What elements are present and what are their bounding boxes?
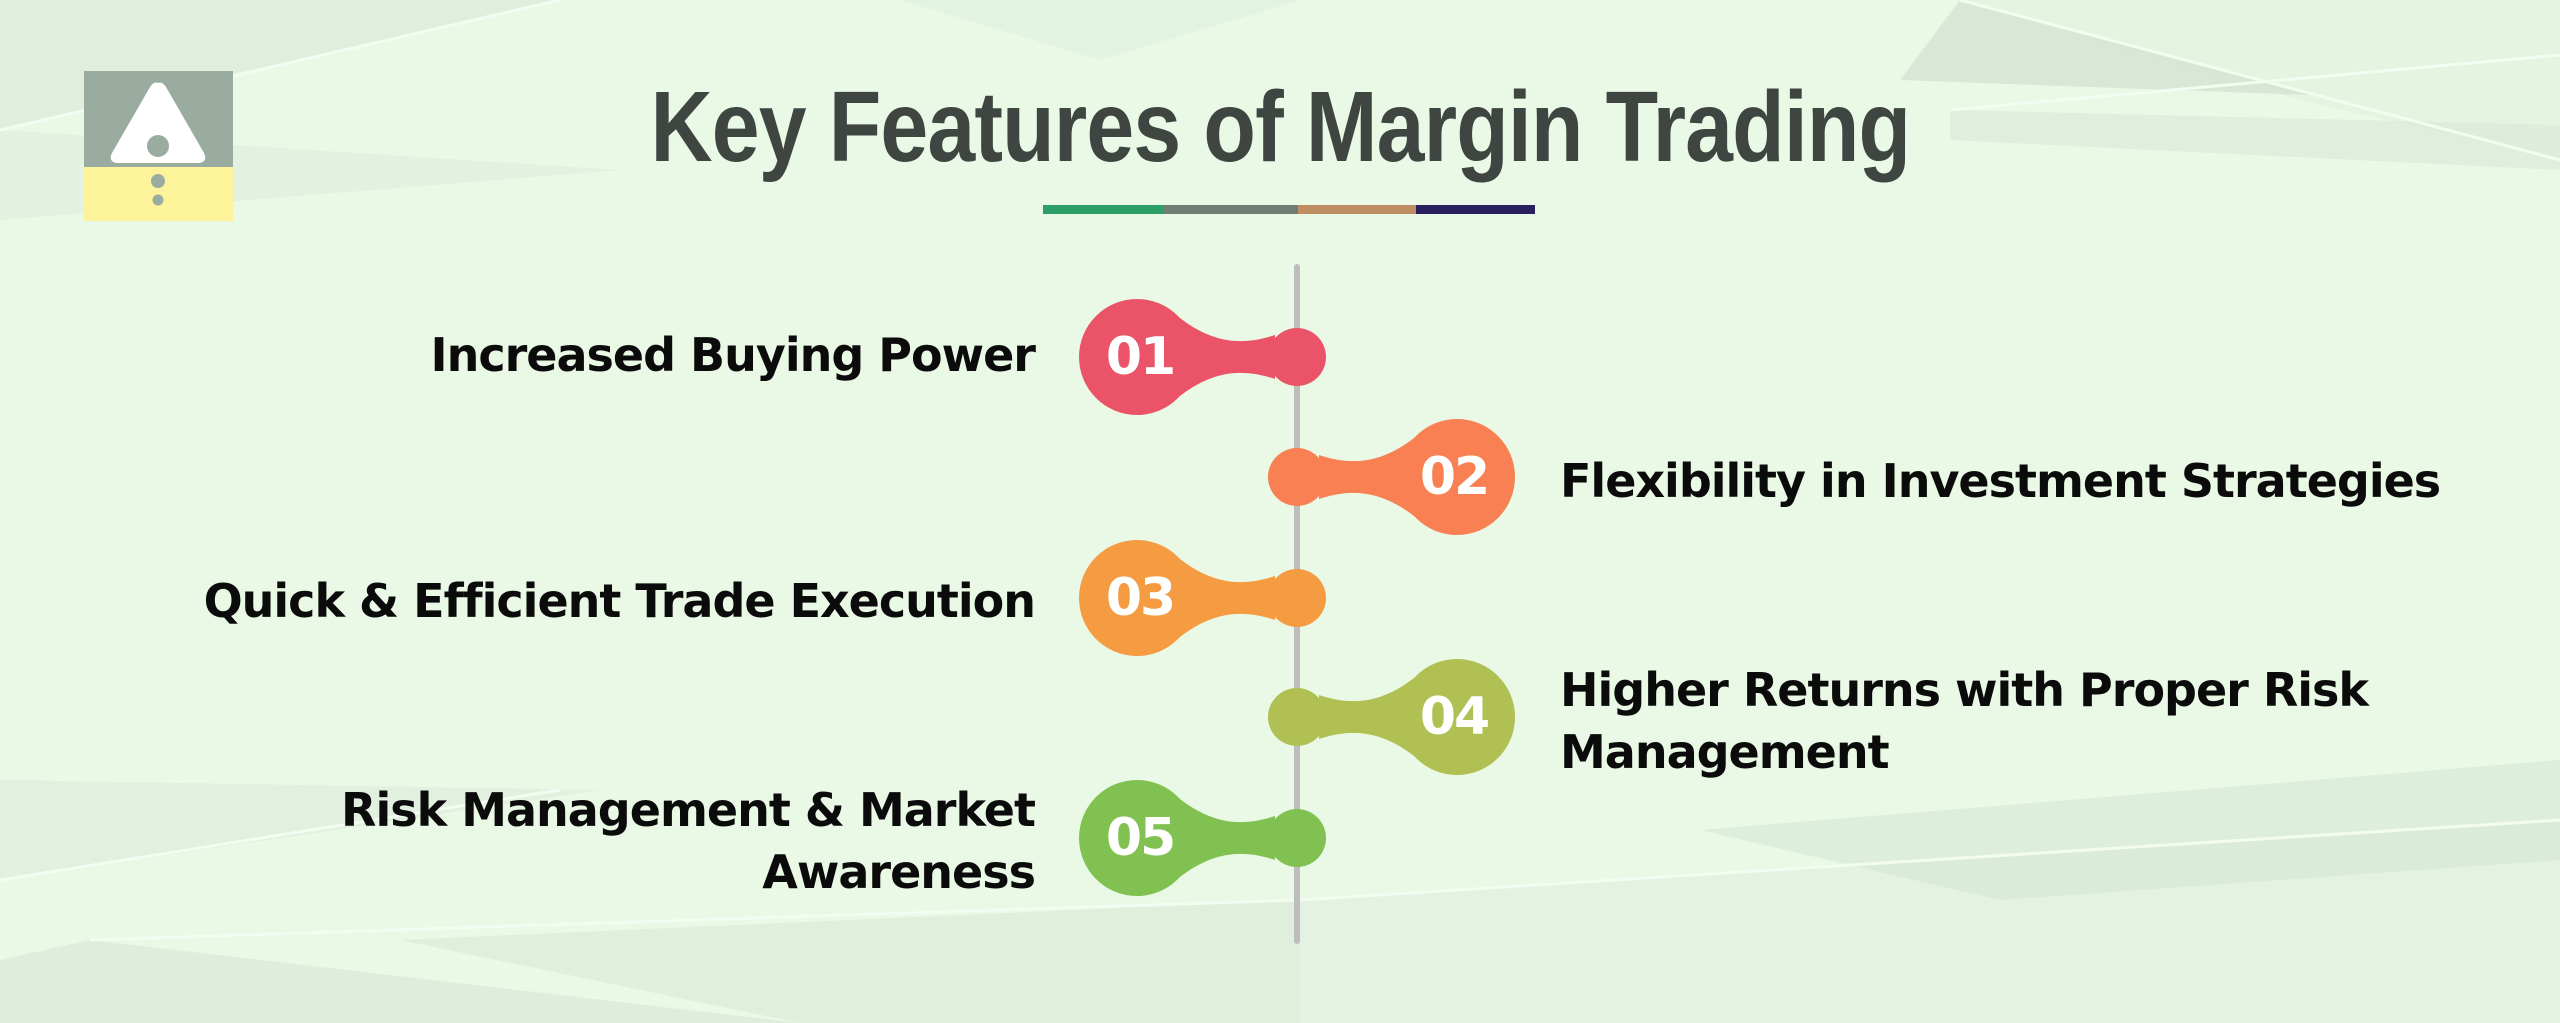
logo <box>84 71 233 221</box>
feature-label-01: Increased Buying Power <box>430 328 1036 382</box>
feature-label-04: Higher Returns with Proper Risk Manageme… <box>1560 659 2369 783</box>
timeline-number-03: 03 <box>1105 568 1176 628</box>
timeline-number-01: 01 <box>1105 327 1176 387</box>
timeline-node-03 <box>1079 540 1326 656</box>
timeline-node-04 <box>1268 659 1515 775</box>
feature-label-04-line2: Management <box>1560 725 1890 779</box>
feature-label-05-line1: Risk Management & Market <box>341 783 1036 837</box>
warning-triangle-icon <box>110 82 206 206</box>
underline-segment-navy <box>1416 205 1535 214</box>
timeline-number-04: 04 <box>1419 687 1490 747</box>
timeline-node-02 <box>1268 419 1515 535</box>
timeline-number-05: 05 <box>1105 808 1176 868</box>
underline-segment-gray <box>1163 205 1298 214</box>
title-underline <box>1043 205 1535 214</box>
underline-segment-tan <box>1298 205 1416 214</box>
feature-label-05: Risk Management & Market Awareness <box>341 779 1036 903</box>
feature-label-03: Quick & Efficient Trade Execution <box>203 574 1036 628</box>
feature-label-05-line2: Awareness <box>762 845 1036 899</box>
feature-label-04-line1: Higher Returns with Proper Risk <box>1560 663 2369 717</box>
timeline-node-05 <box>1079 780 1326 896</box>
timeline-number-02: 02 <box>1419 447 1490 507</box>
timeline-node-01 <box>1079 299 1326 415</box>
feature-label-02: Flexibility in Investment Strategies <box>1560 454 2441 508</box>
page-title: Key Features of Margin Trading <box>650 71 1911 183</box>
underline-segment-green <box>1043 205 1163 214</box>
